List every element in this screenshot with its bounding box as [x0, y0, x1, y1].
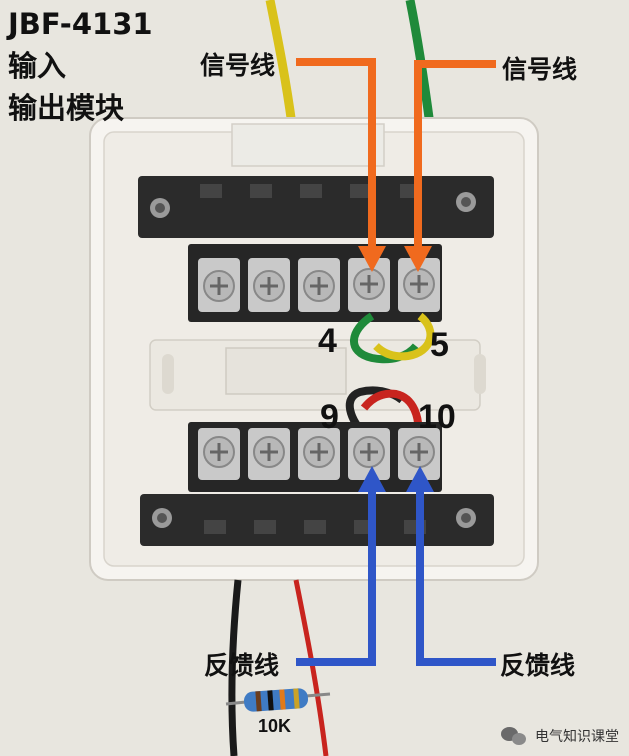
side-slot-left: [162, 354, 174, 394]
upper-rail-slots: [200, 184, 422, 198]
red-loop-wire: [360, 389, 423, 437]
signal-arrowhead-right: [404, 246, 432, 272]
feedback-arrow-right: [416, 490, 496, 666]
feedback-arrowhead-right: [406, 466, 434, 492]
upper-screw-mount-left: [150, 198, 170, 218]
terminal-label-4: 4: [318, 322, 337, 360]
signal-label-right: 信号线: [502, 55, 578, 84]
feedback-label-left: 反馈线: [204, 651, 280, 680]
signal-arrow-left: [296, 58, 376, 248]
terminal-label-10: 10: [418, 398, 456, 436]
feedback-label-right: 反馈线: [500, 651, 576, 680]
wechat-icon: [501, 726, 529, 746]
title-line-output-module: 输出模块: [8, 91, 125, 125]
side-slot-right: [474, 354, 486, 394]
watermark-text: 电气知识课堂: [535, 729, 619, 745]
feedback-arrow-left: [296, 490, 376, 666]
watermark: 电气知识课堂: [501, 726, 619, 746]
black-wire: [228, 579, 242, 756]
lower-screw-mount-left: [152, 508, 172, 528]
housing-notch: [231, 123, 385, 167]
feedback-arrowhead-left: [358, 466, 386, 492]
yellow-loop-wire: [373, 312, 435, 361]
signal-arrowhead-left: [358, 246, 386, 272]
lower-screws: [198, 428, 440, 480]
resistor-10k: [225, 688, 331, 712]
lower-screw-mount-right: [456, 508, 476, 528]
yellow-wire: [265, 0, 297, 126]
upper-screw-mount-right: [456, 192, 476, 212]
terminal-label-5: 5: [430, 326, 449, 364]
center-slot: [225, 347, 347, 395]
signal-arrow-right: [414, 60, 496, 248]
title-line-input: 输入: [8, 49, 67, 83]
upper-screws: [198, 258, 440, 312]
signal-label-left: 信号线: [200, 51, 276, 80]
model-title: JBF-4131: [8, 7, 153, 41]
resistor-label: 10K: [258, 716, 292, 736]
terminal-label-9: 9: [320, 398, 339, 436]
